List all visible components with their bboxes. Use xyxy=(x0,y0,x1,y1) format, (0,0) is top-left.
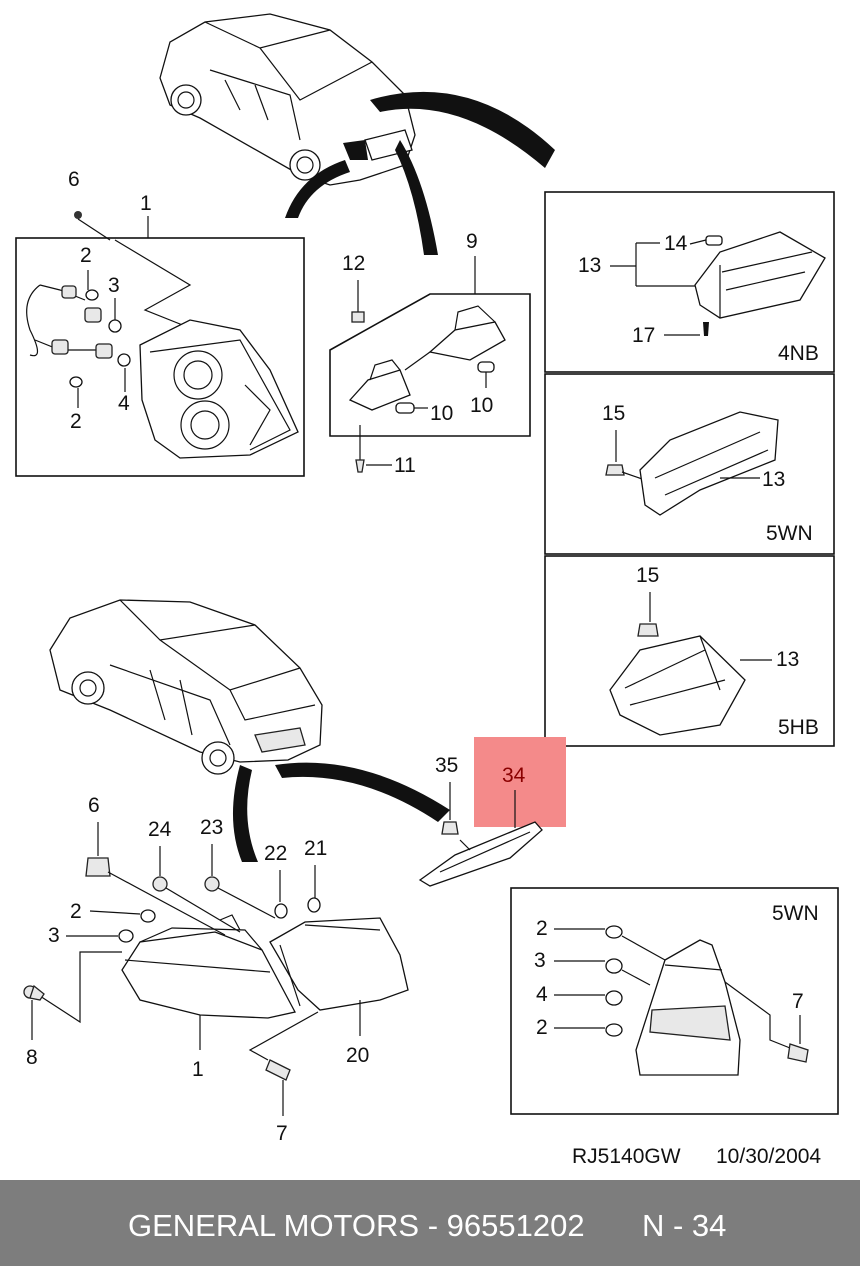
tail-lamp-assembly-box: 6 1 2 3 2 4 xyxy=(15,168,305,477)
callout-4: 4 xyxy=(118,392,130,415)
callout-11: 11 xyxy=(394,454,416,477)
panel-4nb: 14 13 17 4NB xyxy=(544,191,835,373)
callout-10: 10 xyxy=(470,394,493,417)
callout-21: 21 xyxy=(304,837,327,860)
callout-8: 8 xyxy=(26,1046,38,1069)
footer-page-ref: N - 34 xyxy=(642,1208,727,1243)
callout-22: 22 xyxy=(264,842,287,865)
panel-5hb: 15 13 5HB xyxy=(544,555,835,747)
callout-2: 2 xyxy=(70,900,82,923)
callout-14: 14 xyxy=(664,232,688,255)
callout-2: 2 xyxy=(536,917,548,940)
callout-2: 2 xyxy=(536,1016,548,1039)
callout-2: 2 xyxy=(80,244,92,267)
callout-13: 13 xyxy=(578,254,601,277)
panel-label-4nb: 4NB xyxy=(778,342,819,365)
swoosh-arrow xyxy=(370,91,555,168)
footer-bar: GENERAL MOTORS - 96551202 N - 34 xyxy=(0,1180,860,1266)
license-lamp-box: 12 9 10 10 11 xyxy=(329,230,531,477)
callout-1: 1 xyxy=(140,192,152,215)
callout-24: 24 xyxy=(148,818,172,841)
callout-35: 35 xyxy=(435,754,458,777)
callout-23: 23 xyxy=(200,816,223,839)
swoosh-arrow xyxy=(285,160,350,218)
callout-1: 1 xyxy=(192,1058,204,1081)
swoosh-arrow xyxy=(232,765,258,862)
panel-label-5wn: 5WN xyxy=(772,902,819,925)
callout-3: 3 xyxy=(534,949,546,972)
panel-label-5wn: 5WN xyxy=(766,522,813,545)
callout-13: 13 xyxy=(762,468,785,491)
hatchback-car-illustration xyxy=(49,599,323,775)
callout-13: 13 xyxy=(776,648,799,671)
panel-5wn-bottom: 5WN 2 3 4 2 7 xyxy=(510,887,839,1115)
callout-3: 3 xyxy=(48,924,60,947)
callout-3: 3 xyxy=(108,274,120,297)
callout-15: 15 xyxy=(636,564,659,587)
footer-brand-part-number: GENERAL MOTORS - 96551202 xyxy=(128,1208,585,1243)
callout-2: 2 xyxy=(70,410,82,433)
swoosh-arrow xyxy=(395,140,438,255)
callout-7: 7 xyxy=(276,1122,288,1145)
drawing-date: 10/30/2004 xyxy=(716,1145,821,1168)
callout-15: 15 xyxy=(602,402,625,425)
callout-10: 10 xyxy=(430,402,453,425)
highlight-box xyxy=(474,737,566,827)
callout-20: 20 xyxy=(346,1044,369,1067)
callout-6: 6 xyxy=(88,794,100,817)
callout-7: 7 xyxy=(792,990,804,1013)
parts-diagram: 6 1 2 3 2 4 12 xyxy=(15,13,839,1168)
hatchback-lamp-assembly: 6 24 23 22 21 2 3 8 xyxy=(23,794,409,1145)
drawing-code: RJ5140GW xyxy=(572,1145,681,1168)
callout-17: 17 xyxy=(632,324,655,347)
callout-12: 12 xyxy=(342,252,365,275)
panel-5wn-top: 15 13 5WN xyxy=(544,373,835,555)
callout-9: 9 xyxy=(466,230,478,253)
panel-label-5hb: 5HB xyxy=(778,716,819,739)
swoosh-arrow xyxy=(275,762,450,822)
callout-6: 6 xyxy=(68,168,80,191)
callout-4: 4 xyxy=(536,983,548,1006)
callout-34: 34 xyxy=(502,764,526,787)
